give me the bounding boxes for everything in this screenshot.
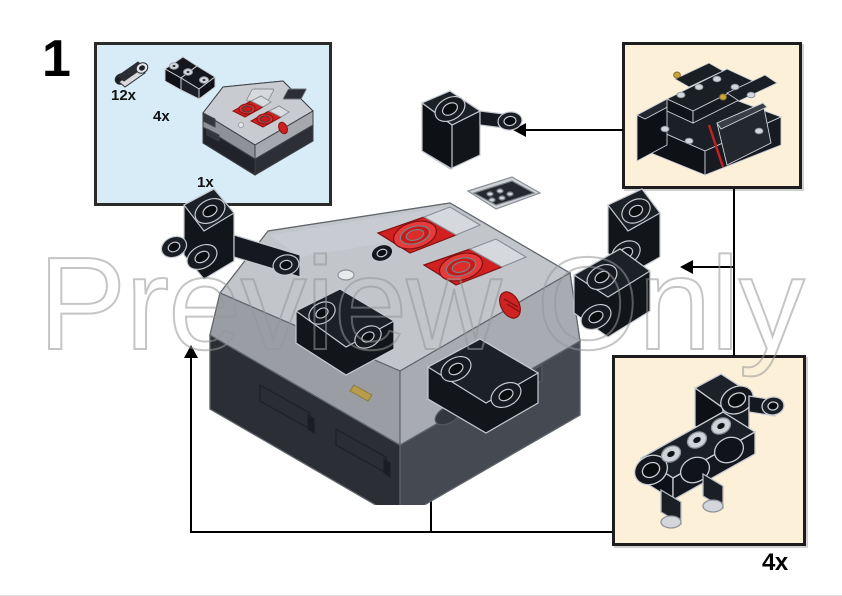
callout-line-bottom-right-riser [430, 486, 432, 532]
callout-arrow-middle [680, 260, 693, 274]
parts-list-box: 12x 4x [94, 42, 332, 206]
ev3-brick-icon [202, 80, 314, 176]
inset-bottom-quantity: 4x [762, 549, 788, 576]
callout-line-bottom-left-riser [190, 351, 192, 532]
callout-line-top [523, 129, 623, 131]
part-quantity-brick: 1x [197, 174, 214, 191]
chassis-subassembly-illustration [636, 62, 783, 176]
technic-pin-icon [114, 61, 149, 88]
technic-angular-beam-icon [164, 56, 216, 100]
main-assembly-illustration [160, 90, 661, 505]
callout-line-middle [690, 266, 734, 268]
inset-angular-beam-detail [612, 355, 806, 546]
callout-arrow-bottom-left [184, 345, 198, 358]
callout-line-bottom [190, 531, 612, 533]
part-quantity-pin: 12x [111, 87, 137, 104]
part-quantity-beam: 4x [153, 108, 170, 125]
callout-line-vertical-right [733, 189, 735, 356]
angular-beam-detail-illustration [633, 373, 785, 529]
inset-subassembly-chassis [622, 42, 802, 189]
step-number: 1 [42, 30, 71, 88]
